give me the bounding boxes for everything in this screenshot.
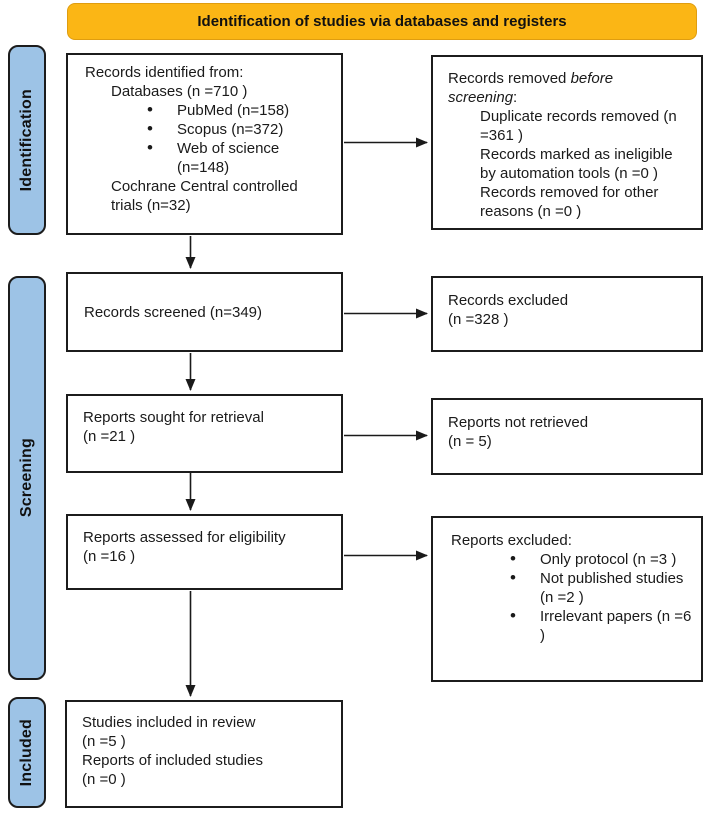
- stage-label-identification: Identification: [8, 45, 46, 235]
- box-text-line: (n =328 ): [448, 311, 509, 328]
- bullet-item: Web of science (n=148): [147, 138, 317, 177]
- bullet-item: Irrelevant papers (n =6 ): [510, 606, 695, 645]
- stage-label-included: Included: [8, 697, 46, 808]
- flow-box-studies-included: Studies included in review (n =5 ) Repor…: [65, 700, 343, 808]
- box-text-line: Records screened (n=349): [84, 303, 263, 321]
- flow-box-reports-assessed: Reports assessed for eligibility (n =16 …: [66, 514, 343, 590]
- flow-box-reports-not-retrieved: Reports not retrieved (n = 5): [431, 398, 703, 475]
- box-text-line: Reports excluded:: [451, 532, 572, 549]
- title-prefix: Records removed: [448, 70, 571, 87]
- box-text-line: Reports assessed for eligibility: [83, 529, 286, 546]
- box-text-line: (n =5 ): [82, 733, 126, 750]
- box-text-line: (n =0 ): [82, 771, 126, 788]
- database-bullet-list: PubMed (n=158) Scopus (n=372) Web of sci…: [147, 100, 317, 177]
- title-italic: before screening: [448, 70, 614, 106]
- box-text-line: Records removed for other reasons (n =0 …: [480, 184, 659, 220]
- flow-box-records-identified: Records identified from: Databases (n =7…: [66, 53, 343, 235]
- bullet-item: Only protocol (n =3 ): [510, 549, 695, 569]
- box-text-line: Records removed before screening:: [448, 69, 691, 107]
- removed-reasons-list: Duplicate records removed (n =361 ) Reco…: [480, 107, 691, 221]
- banner-title: Identification of studies via databases …: [67, 3, 697, 40]
- flow-box-reports-excluded: Reports excluded: Only protocol (n =3 ) …: [431, 516, 703, 682]
- box-text-line: (n = 5): [448, 433, 492, 450]
- box-text-line: Reports not retrieved: [448, 414, 589, 431]
- box-text-line: Databases (n =710 ): [111, 83, 248, 100]
- box-text-line: Cochrane Central controlled trials (n=32…: [111, 178, 298, 214]
- flow-box-reports-sought: Reports sought for retrieval (n =21 ): [66, 394, 343, 473]
- flow-box-records-excluded: Records excluded (n =328 ): [431, 276, 703, 352]
- stage-label-text: Identification: [18, 88, 35, 192]
- stage-label-text: Included: [18, 718, 35, 787]
- box-text-line: Reports sought for retrieval: [83, 409, 264, 426]
- stage-label-screening: Screening: [8, 276, 46, 680]
- flow-box-records-removed: Records removed before screening: Duplic…: [431, 55, 703, 230]
- box-text-line: (n =21 ): [83, 428, 136, 445]
- bullet-item: Scopus (n=372): [147, 119, 317, 139]
- box-text-line: Duplicate records removed (n =361 ): [480, 108, 677, 144]
- box-text-line: Reports of included studies: [82, 752, 263, 769]
- box-text-line: (n =16 ): [83, 548, 136, 565]
- bullet-item: PubMed (n=158): [147, 100, 317, 120]
- bullet-item: Not published studies (n =2 ): [510, 568, 695, 607]
- box-text-line: Records identified from:: [85, 64, 244, 81]
- title-suffix: :: [513, 89, 518, 106]
- box-text-line: Studies included in review: [82, 714, 256, 731]
- banner-title-text: Identification of studies via databases …: [197, 13, 567, 30]
- stage-label-text: Screening: [18, 438, 35, 518]
- exclusion-bullet-list: Only protocol (n =3 ) Not published stud…: [510, 549, 695, 645]
- box-text-line: Records marked as ineligible by automati…: [480, 146, 673, 182]
- flow-box-records-screened: Records screened (n=349): [66, 272, 343, 352]
- box-text-line: Records excluded: [448, 292, 569, 309]
